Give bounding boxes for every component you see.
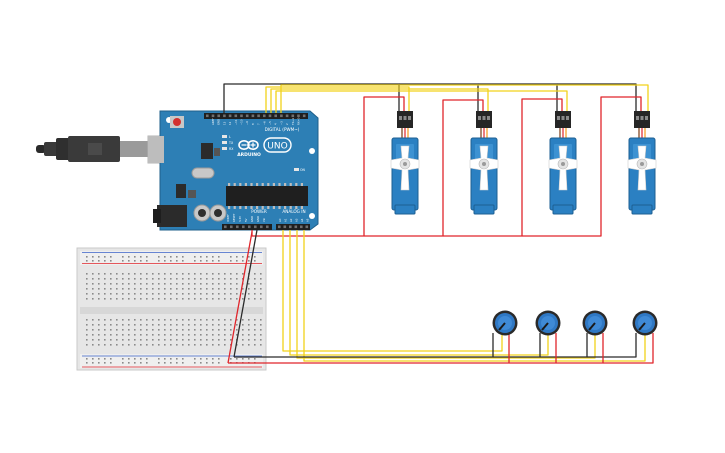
digital-pin-label: ~10 xyxy=(240,119,244,125)
servo-motor[interactable] xyxy=(469,111,499,215)
digital-pin-label: ~9 xyxy=(245,121,249,125)
wire-signal-pot-3[interactable] xyxy=(296,230,596,359)
power-pin-label: GND xyxy=(250,216,254,222)
wire-signal-servo-1[interactable] xyxy=(265,86,410,113)
wire-signal-pot-4[interactable] xyxy=(303,230,646,362)
potentiometer[interactable] xyxy=(632,310,658,336)
arduino-uno-board[interactable]: L TX RX ON UNO ARDUINO DIGITAL (PWM~) PO… xyxy=(148,110,319,231)
digital-pin-label: AREF xyxy=(211,118,215,125)
breadboard[interactable] xyxy=(76,247,267,371)
tx-label: TX xyxy=(228,141,234,145)
wire-signal-pot-1[interactable] xyxy=(282,230,503,352)
wires xyxy=(223,83,654,364)
digital-pin-label: 7 xyxy=(257,123,261,125)
digital-pin-label: 12 xyxy=(228,121,232,125)
servo-motor[interactable] xyxy=(627,111,657,215)
power-pin-label: 3.3V xyxy=(238,216,242,222)
wire-signal-servo-2[interactable] xyxy=(270,88,489,113)
digital-pin-label: 13 xyxy=(222,121,226,125)
analog-pin-label: A3 xyxy=(295,218,299,222)
wire-ground-breadboard[interactable] xyxy=(233,229,258,358)
digital-pin-label: 4 xyxy=(274,123,278,125)
wire-ground-servo-3[interactable] xyxy=(478,83,558,111)
analog-pin-label: A1 xyxy=(284,218,288,222)
potentiometer[interactable] xyxy=(535,310,561,336)
power-jack xyxy=(157,205,187,227)
wire-power-servo-4[interactable] xyxy=(522,96,642,237)
analog-label: ANALOG IN xyxy=(282,209,305,214)
wire-ground-pot-2[interactable] xyxy=(493,333,541,358)
microcontroller-chip xyxy=(226,186,308,206)
mount-hole xyxy=(309,148,315,154)
digital-pin-label: GND xyxy=(217,119,221,125)
servo-motor[interactable] xyxy=(390,111,420,215)
power-pin-label: Vin xyxy=(262,218,266,222)
analog-pin-label: A2 xyxy=(289,218,293,222)
servo-motor[interactable] xyxy=(548,111,578,215)
power-pin-label: RESET xyxy=(232,213,236,222)
digital-header[interactable] xyxy=(204,113,308,119)
digital-pin-label: ~5 xyxy=(268,121,272,125)
power-pin-label: IOREF xyxy=(226,214,230,222)
rx-label: RX xyxy=(229,147,234,151)
l-label: L xyxy=(229,135,231,139)
wire-ground-pot-3[interactable] xyxy=(540,333,588,358)
digital-pin-label: 8 xyxy=(251,123,255,125)
digital-pin-label: TX→1 xyxy=(291,117,295,125)
power-pin-label: 5V xyxy=(244,218,248,222)
analog-pin-label: A4 xyxy=(300,218,304,222)
digital-pin-label: ~3 xyxy=(279,121,283,125)
brand-label: ARDUINO xyxy=(237,152,261,158)
model-label: UNO xyxy=(267,142,287,152)
wire-signal-servo-4[interactable] xyxy=(280,84,649,113)
digital-pin-label: ~6 xyxy=(262,121,266,125)
arduino-logo xyxy=(238,137,292,153)
digital-pin-label: RX←0 xyxy=(297,117,301,125)
breadboard-holes xyxy=(86,256,262,364)
analog-pin-label: A0 xyxy=(278,218,282,222)
wire-power-breadboard[interactable] xyxy=(227,231,253,364)
power-header[interactable] xyxy=(222,224,272,230)
digital-pin-label: ~11 xyxy=(234,119,238,125)
mount-hole xyxy=(309,213,315,219)
wire-power-servo-2[interactable] xyxy=(364,99,484,237)
analog-pin-label: A5 xyxy=(306,218,310,222)
wire-signal-servo-3[interactable] xyxy=(275,90,568,113)
wire-ground-servo-4[interactable] xyxy=(557,83,637,111)
wire-ground-servo-2[interactable] xyxy=(399,83,479,111)
wire-power-servo-3[interactable] xyxy=(443,98,563,237)
wire-ground-pots[interactable] xyxy=(234,333,494,358)
wire-power-pot-4[interactable] xyxy=(603,333,654,364)
analog-header[interactable] xyxy=(276,224,310,230)
power-pin-label: GND xyxy=(256,216,260,222)
potentiometer[interactable] xyxy=(492,310,518,336)
power-label: POWER xyxy=(251,209,267,214)
digital-pin-label: 2 xyxy=(285,123,289,125)
on-label: ON xyxy=(300,168,306,172)
wire-signal-pot-2[interactable] xyxy=(289,230,549,356)
potentiometer[interactable] xyxy=(582,310,608,336)
digital-label: DIGITAL (PWM~) xyxy=(265,127,300,132)
